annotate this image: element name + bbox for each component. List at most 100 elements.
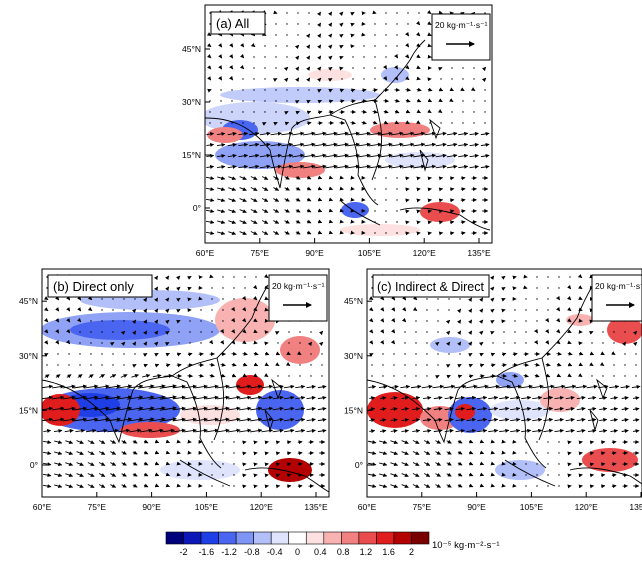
vector-dot — [264, 100, 265, 101]
vector-arrow — [287, 486, 291, 487]
lon-label: 75°E — [88, 502, 107, 512]
vector-dot — [613, 342, 614, 343]
vector-dot — [536, 463, 537, 464]
vector-dot — [222, 485, 223, 486]
vector-dot — [404, 375, 405, 376]
colorbar-cell — [324, 532, 342, 544]
vector-dot — [57, 364, 58, 365]
vector-dot — [79, 342, 80, 343]
vector-dot — [233, 298, 234, 299]
vector-arrow — [461, 200, 465, 201]
lon-label: 120°E — [413, 248, 437, 258]
vector-arrow — [266, 464, 269, 465]
vector-dot — [385, 45, 386, 46]
vector-arrow — [429, 233, 432, 234]
vector-dot — [448, 298, 449, 299]
vector-dot — [253, 78, 254, 79]
vector-dot — [396, 232, 397, 233]
vector-dot — [473, 122, 474, 123]
vector-dot — [426, 342, 427, 343]
vector-dot — [231, 89, 232, 90]
vector-dot — [275, 89, 276, 90]
vector-dot — [374, 23, 375, 24]
vector-arrow — [287, 453, 291, 454]
lat-label: 30°N — [182, 97, 201, 107]
vector-dot — [178, 331, 179, 332]
vector-dot — [613, 331, 614, 332]
vector-dot — [374, 210, 375, 211]
vector-arrow — [429, 178, 432, 179]
vector-dot — [393, 375, 394, 376]
vector-dot — [558, 441, 559, 442]
vector-dot — [352, 67, 353, 68]
vector-dot — [222, 463, 223, 464]
vector-dot — [602, 375, 603, 376]
vector-arrow — [266, 442, 269, 443]
vector-dot — [264, 78, 265, 79]
vector-dot — [404, 331, 405, 332]
vector-dot — [396, 210, 397, 211]
vector-dot — [79, 353, 80, 354]
vector-dot — [123, 364, 124, 365]
vector-dot — [415, 364, 416, 365]
vector-dot — [123, 298, 124, 299]
panel-title: (b) Direct only — [53, 279, 134, 294]
vector-dot — [547, 298, 548, 299]
vector-dot — [484, 89, 485, 90]
vector-arrow — [612, 475, 616, 476]
vector-dot — [189, 320, 190, 321]
vector-arrow — [439, 178, 442, 179]
vector-dot — [123, 309, 124, 310]
vector-dot — [396, 199, 397, 200]
vector-arrow — [287, 464, 291, 465]
vector-arrow — [590, 475, 593, 476]
vector-dot — [209, 122, 210, 123]
vector-dot — [525, 342, 526, 343]
vector-dot — [253, 89, 254, 90]
lat-label: 15°N — [19, 405, 38, 415]
vector-arrow — [612, 442, 616, 443]
vector-dot — [536, 452, 537, 453]
vector-dot — [558, 463, 559, 464]
lat-label: 30°N — [19, 351, 38, 361]
vector-dot — [253, 56, 254, 57]
vector-dot — [426, 309, 427, 310]
vector-arrow — [450, 233, 454, 234]
vector-arrow — [266, 486, 269, 487]
vector-dot — [222, 320, 223, 321]
vector-dot — [288, 331, 289, 332]
vector-arrow — [450, 211, 454, 212]
vector-dot — [231, 111, 232, 112]
vector-dot — [451, 78, 452, 79]
vector-dot — [242, 100, 243, 101]
vector-dot — [624, 353, 625, 354]
vector-dot — [374, 78, 375, 79]
colorbar-cell — [411, 532, 429, 544]
vector-arrow — [210, 365, 215, 366]
panel-title: (c) Indirect & Direct — [377, 280, 484, 294]
vector-dot — [90, 364, 91, 365]
vector-dot — [341, 78, 342, 79]
colorbar-cell — [394, 532, 412, 544]
vector-dot — [547, 474, 548, 475]
vector-dot — [536, 320, 537, 321]
vector-dot — [462, 111, 463, 112]
vector-dot — [440, 78, 441, 79]
lon-label: 75°E — [413, 502, 432, 512]
vector-dot — [112, 353, 113, 354]
vector-dot — [525, 452, 526, 453]
vector-dot — [363, 78, 364, 79]
vector-arrow — [276, 486, 279, 487]
vector-arrow — [450, 200, 454, 201]
vector-dot — [385, 199, 386, 200]
vector-dot — [569, 276, 570, 277]
vector-dot — [363, 45, 364, 46]
vector-arrow — [429, 211, 432, 212]
lon-label: 60°E — [33, 502, 52, 512]
vector-dot — [635, 353, 636, 354]
vector-dot — [363, 67, 364, 68]
lon-label: 105°E — [520, 502, 544, 512]
